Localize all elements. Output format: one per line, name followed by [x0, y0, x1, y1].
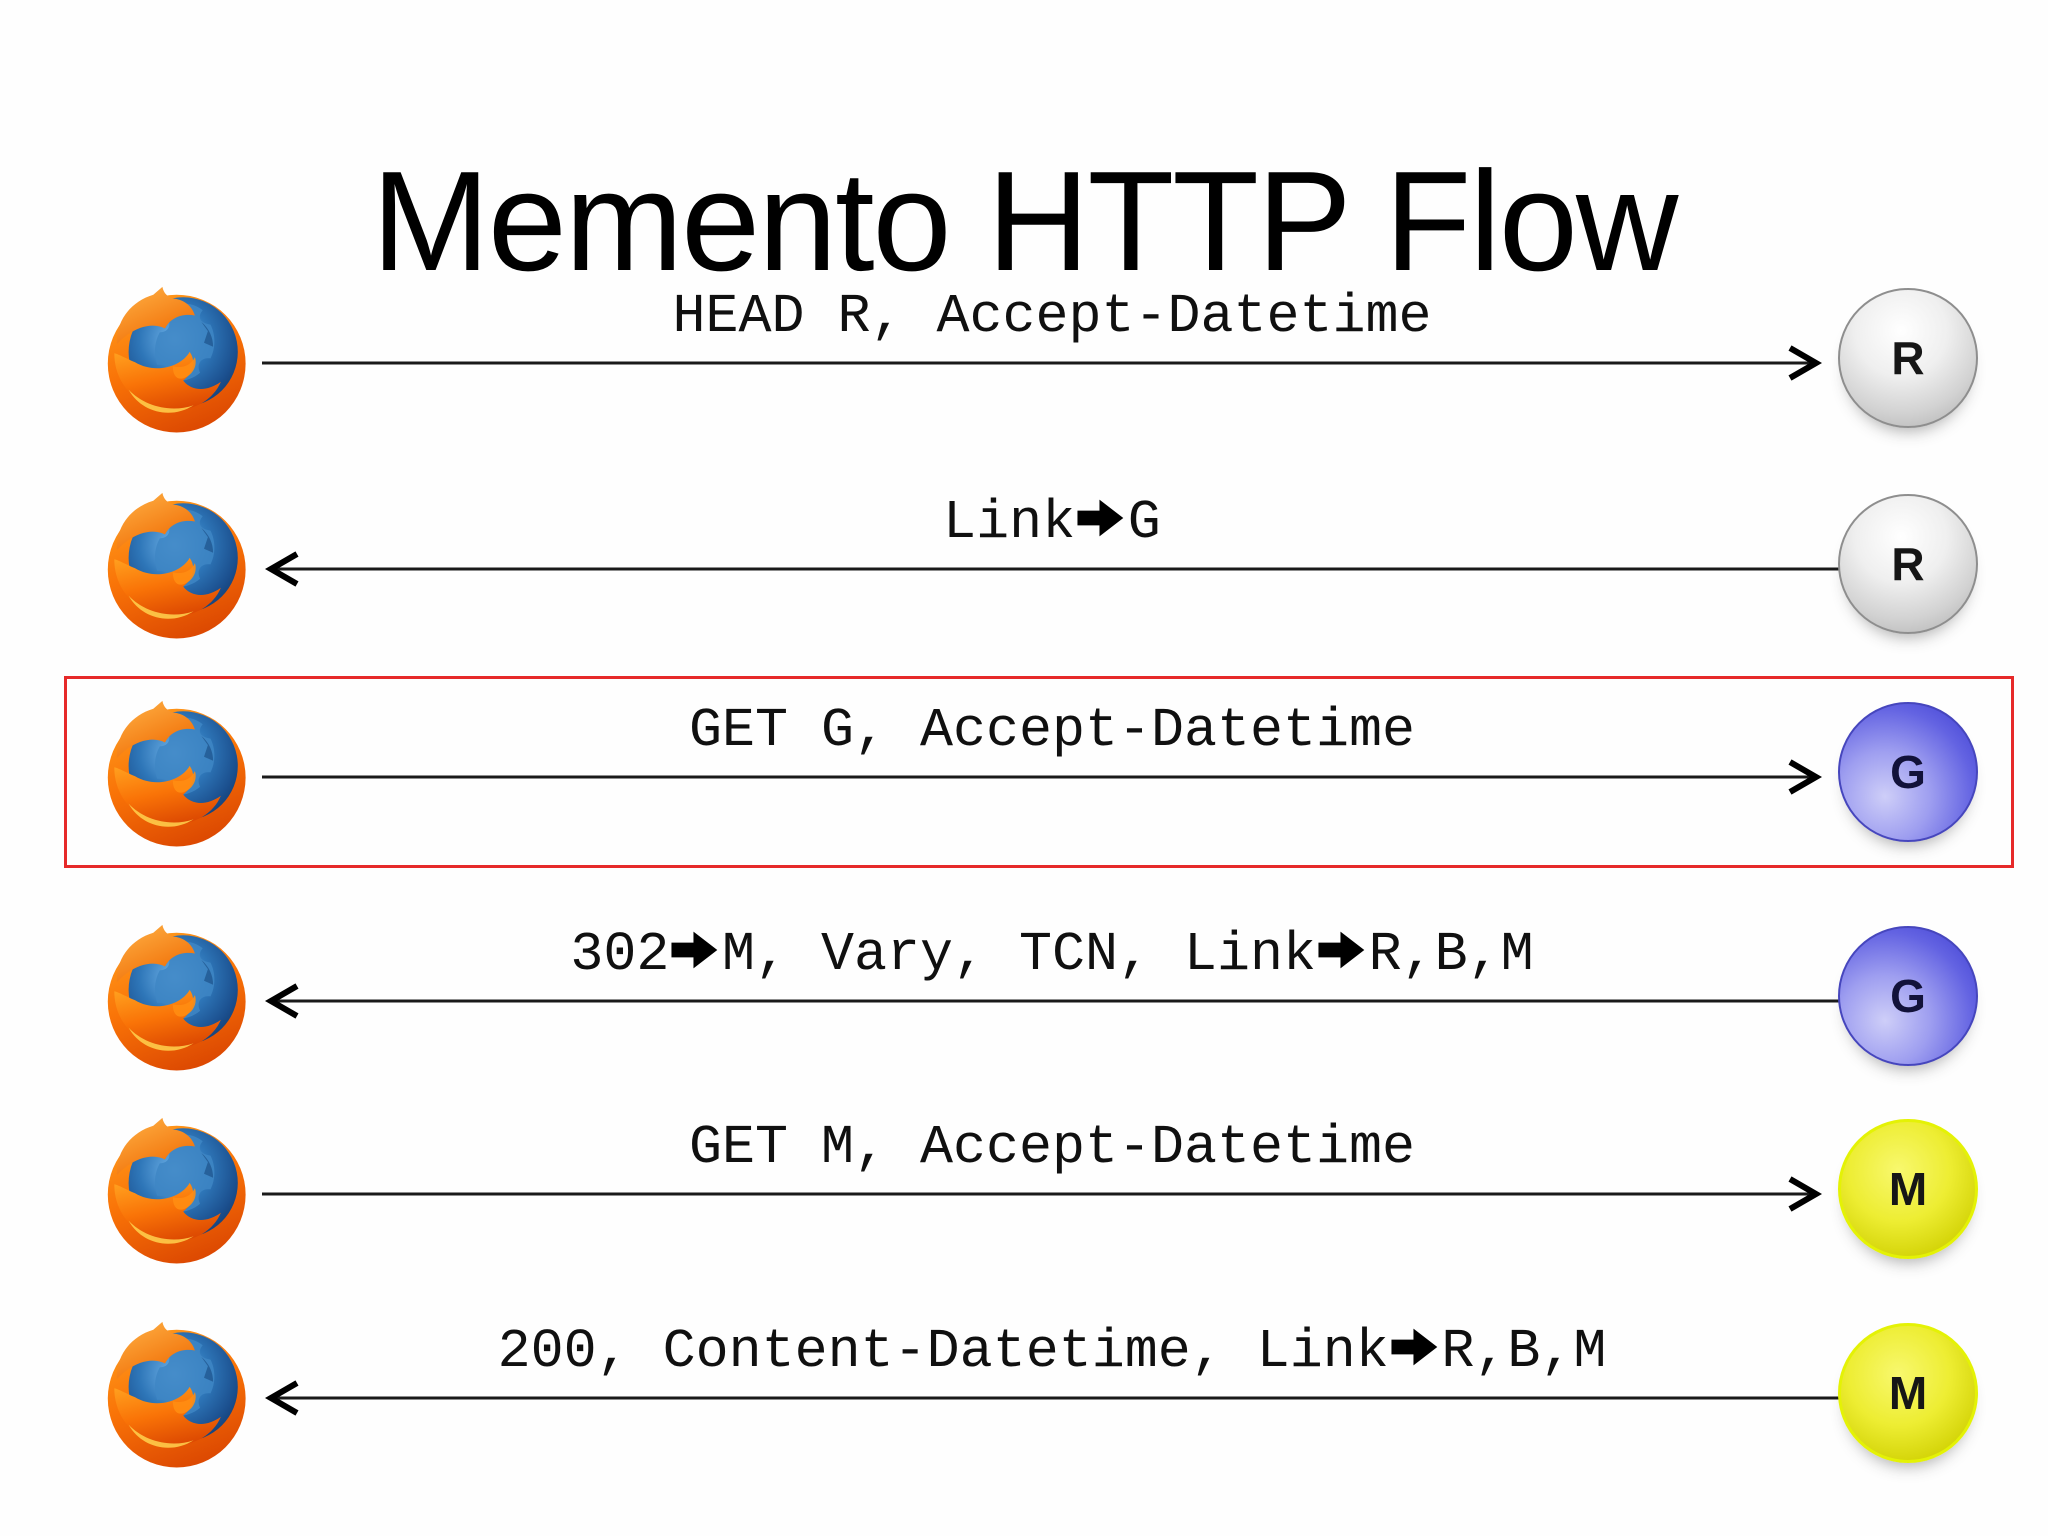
- firefox-browser-icon: [100, 283, 256, 439]
- firefox-browser-icon: [100, 489, 256, 645]
- arrow-left: [264, 983, 1840, 1019]
- arrow-left: [264, 1380, 1840, 1416]
- firefox-browser-icon: [100, 1114, 256, 1270]
- node-letter: R: [1891, 538, 1925, 590]
- highlight-box: [64, 676, 2014, 868]
- resource-node: M: [1838, 1323, 1978, 1463]
- heavy-right-arrow-icon: [1075, 491, 1128, 554]
- resource-node: G: [1838, 926, 1978, 1066]
- heavy-right-arrow-icon: [669, 923, 722, 986]
- firefox-browser-icon: [100, 921, 256, 1077]
- arrow-right: [262, 1176, 1823, 1212]
- slide-title: Memento HTTP Flow: [371, 142, 1679, 302]
- node-letter: M: [1888, 1163, 1928, 1215]
- http-message-label: GET M, Accept-Datetime: [688, 1116, 1416, 1179]
- resource-node: M: [1838, 1119, 1978, 1259]
- node-letter: M: [1888, 1367, 1928, 1419]
- arrow-left: [264, 551, 1840, 587]
- arrow-right: [262, 345, 1823, 381]
- resource-node: R: [1838, 494, 1978, 634]
- firefox-browser-icon: [100, 1318, 256, 1474]
- node-letter: G: [1890, 970, 1926, 1022]
- heavy-right-arrow-icon: [1316, 923, 1369, 986]
- resource-node: R: [1838, 288, 1978, 428]
- node-letter: R: [1891, 332, 1925, 384]
- heavy-right-arrow-icon: [1389, 1320, 1442, 1383]
